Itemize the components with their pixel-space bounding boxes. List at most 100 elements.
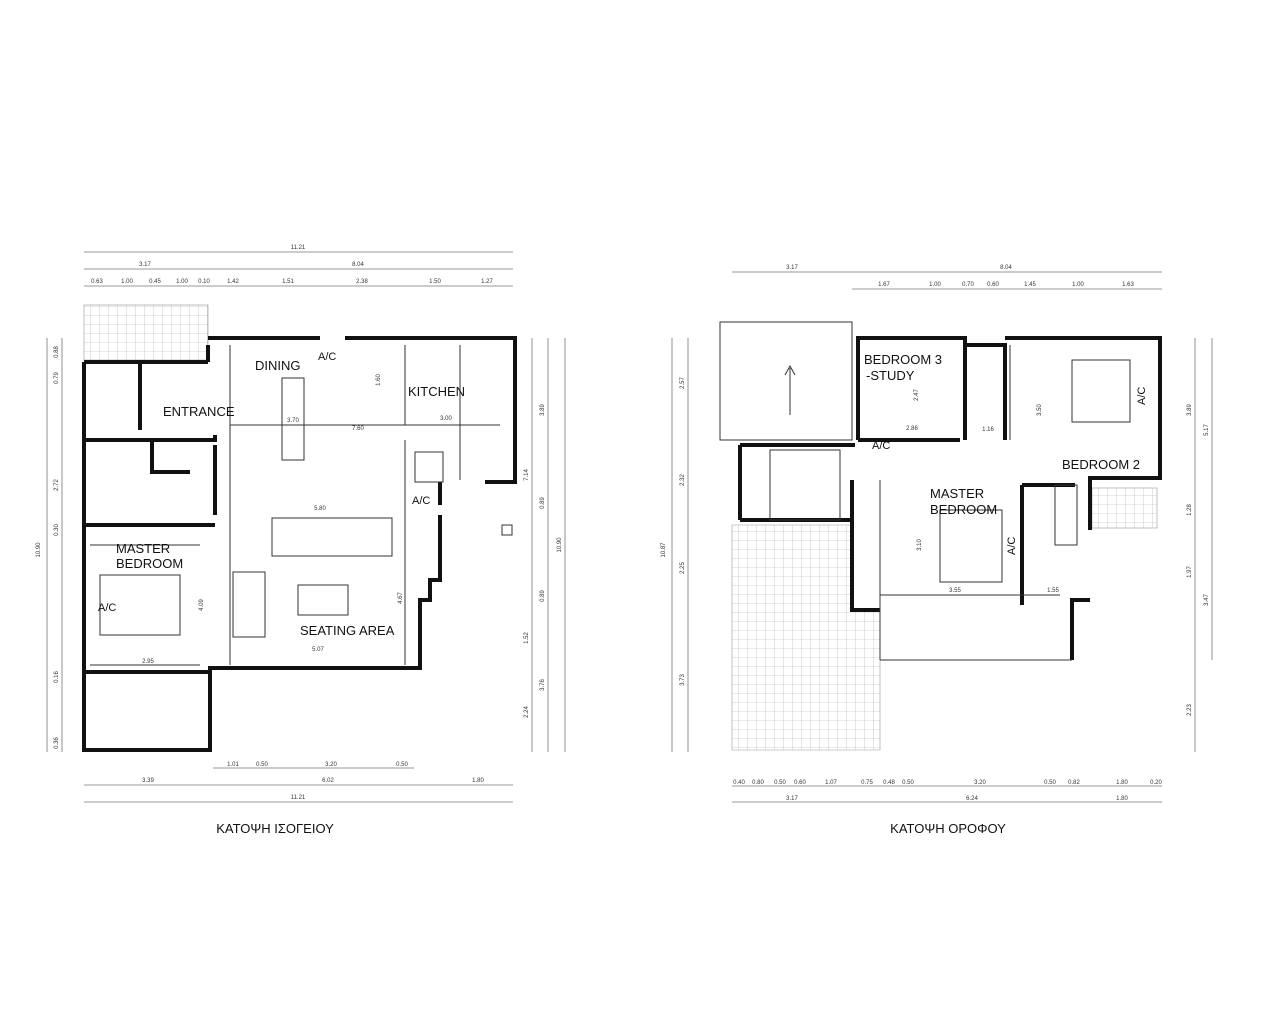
dim: 0.50 xyxy=(396,762,408,768)
dim: 8.04 xyxy=(1000,265,1012,271)
dim: 5.17 xyxy=(1204,424,1210,436)
column xyxy=(414,451,444,483)
dim: 5.07 xyxy=(312,647,324,653)
room-label-kitchen: KITCHEN xyxy=(408,384,465,399)
dim: 1.63 xyxy=(1122,282,1134,288)
dim: 1.50 xyxy=(429,279,441,285)
dim: 1.80 xyxy=(1116,796,1128,802)
ac-label: A/C xyxy=(1136,387,1148,405)
dim: 1.60 xyxy=(376,374,382,386)
dim: 3.17 xyxy=(786,265,798,271)
dim: 0.50 xyxy=(256,762,268,768)
dim: 7.60 xyxy=(352,426,364,432)
dim: 0.80 xyxy=(752,780,764,786)
room-label-dining: DINING xyxy=(255,358,301,373)
room-label-entrance: ENTRANCE xyxy=(163,404,235,419)
dim: 2.95 xyxy=(142,659,154,665)
dim: 11.21 xyxy=(291,795,306,801)
dim: 0.82 xyxy=(1068,780,1080,786)
dim: 0.10 xyxy=(198,279,210,285)
dim: 2.86 xyxy=(906,426,918,432)
dim: 3.47 xyxy=(1204,594,1210,606)
dim: 5.80 xyxy=(314,506,326,512)
coffee-table xyxy=(297,584,349,616)
room-label-study: -STUDY xyxy=(866,368,915,383)
sofa xyxy=(271,517,393,557)
dim: 0.48 xyxy=(883,780,895,786)
dim: 1.28 xyxy=(1187,504,1193,516)
dim: 1.80 xyxy=(472,778,484,784)
dim: 0.20 xyxy=(1150,780,1162,786)
dim: 2.57 xyxy=(680,377,686,389)
master-bed xyxy=(99,574,181,636)
ac-label: A/C xyxy=(872,440,890,452)
dining-table xyxy=(281,377,305,461)
left-dims: 0.88 0.79 2.72 0.30 0.16 0.36 xyxy=(54,346,60,749)
room-label-seating-area: SEATING AREA xyxy=(300,623,395,638)
ground-floor-title: ΚΑΤΟΨΗ ΙΣΟΓΕΙΟΥ xyxy=(216,821,334,836)
ac-label: A/C xyxy=(412,495,430,507)
dim: 0.45 xyxy=(149,279,161,285)
dim-left-total: 10.90 xyxy=(36,542,42,558)
staircase xyxy=(769,449,841,521)
dim: 1.42 xyxy=(227,279,239,285)
dim: 3.17 xyxy=(786,796,798,802)
dim: 0.40 xyxy=(733,780,745,786)
dim: 3.55 xyxy=(949,588,961,594)
dim: 1.97 xyxy=(1187,566,1193,578)
dim: 1.00 xyxy=(121,279,133,285)
exterior-walls xyxy=(82,336,517,752)
dim: 7.14 xyxy=(524,469,530,481)
dim: 1.00 xyxy=(176,279,188,285)
right-dims: 0.89 0.89 1.52 2.24 xyxy=(524,497,546,718)
dim: 3.89 xyxy=(540,404,546,416)
dim: 8.04 xyxy=(352,262,364,268)
top-dimension-lines: 11.21 3.17 8.04 0.63 1.00 0.45 1.00 0.10… xyxy=(84,245,513,287)
balcony-tiles xyxy=(1091,487,1158,529)
dim: 4.09 xyxy=(199,599,205,611)
entrance-porch-tiles xyxy=(83,304,209,361)
room-label-bedroom-2: BEDROOM 2 xyxy=(1062,457,1140,472)
dim: 1.01 xyxy=(227,762,239,768)
dim-left-total: 10.87 xyxy=(661,542,667,558)
dim: 1.27 xyxy=(481,279,493,285)
column-marker xyxy=(501,524,513,536)
dim: 0.88 xyxy=(54,346,60,358)
bedroom2-bed xyxy=(1071,359,1131,423)
dim: 2.38 xyxy=(356,279,368,285)
dim: 3.89 xyxy=(1187,404,1193,416)
dim: 0.50 xyxy=(774,780,786,786)
dim: 3.10 xyxy=(917,539,923,551)
room-label-master: BEDROOM xyxy=(116,556,183,571)
dim: 0.50 xyxy=(902,780,914,786)
bathtub xyxy=(1054,484,1078,546)
dim: 3.00 xyxy=(440,416,452,422)
dim: 2.72 xyxy=(54,479,60,491)
dim-right-total: 10.90 xyxy=(557,537,563,553)
dim: 3.73 xyxy=(680,674,686,686)
dim-total: 11.21 xyxy=(291,245,306,251)
dim: 4.67 xyxy=(398,592,404,604)
room-label-master: MASTER xyxy=(930,486,984,501)
bottom-dims: 0.40 0.80 0.50 0.60 1.07 0.75 0.48 0.50 … xyxy=(733,780,1162,802)
dim: 1.80 xyxy=(1116,780,1128,786)
first-floor-title: ΚΑΤΟΨΗ ΟΡΟΦΟΥ xyxy=(890,821,1006,836)
dim: 0.70 xyxy=(962,282,974,288)
dim: 0.50 xyxy=(1044,780,1056,786)
dim: 0.63 xyxy=(91,279,103,285)
dim: 1.00 xyxy=(929,282,941,288)
ac-label: A/C xyxy=(318,351,336,363)
ac-label: A/C xyxy=(1006,537,1018,555)
dim: 1.07 xyxy=(825,780,837,786)
dim: 0.60 xyxy=(987,282,999,288)
dim: 0.36 xyxy=(54,737,60,749)
dim: 2.24 xyxy=(524,706,530,718)
dim: 2.47 xyxy=(914,389,920,401)
dim: 0.75 xyxy=(861,780,873,786)
up-arrow-icon xyxy=(784,364,796,376)
dim: 0.79 xyxy=(54,372,60,384)
dim: 2.23 xyxy=(1187,704,1193,716)
dim: 6.02 xyxy=(322,778,334,784)
ground-floor-plan: 11.21 3.17 8.04 0.63 1.00 0.45 1.00 0.10… xyxy=(36,245,566,836)
